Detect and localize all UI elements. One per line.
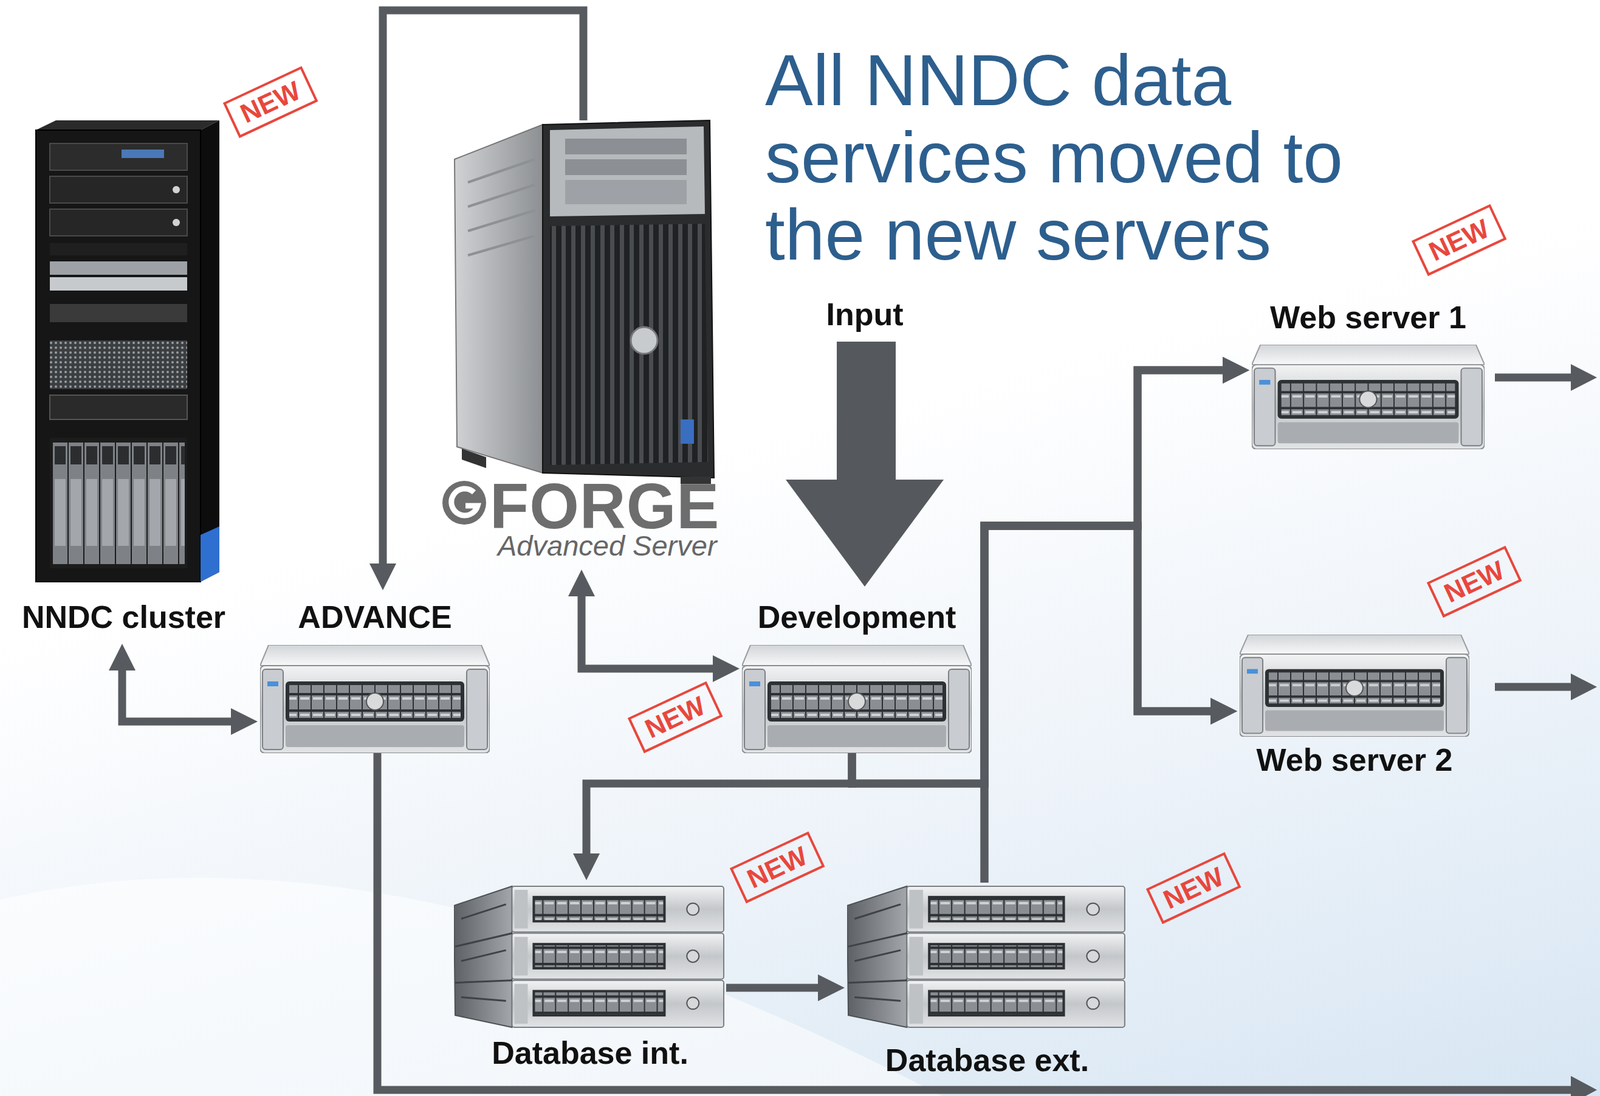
- server-label: NNDC cluster: [21, 598, 226, 636]
- server-node: NNDC cluster: [10, 120, 237, 642]
- server-label: Web server 1: [1270, 298, 1467, 336]
- arrow-head: [1222, 356, 1250, 384]
- server-node: ADVANCE: [260, 592, 490, 753]
- connector: [726, 974, 845, 1001]
- arrow-head: [817, 974, 845, 1001]
- output-line: [1494, 683, 1571, 691]
- database-picture: [453, 885, 724, 1027]
- new-stamp: NEW: [1426, 545, 1522, 618]
- server-node: Database ext.: [847, 882, 1128, 1080]
- forge-logo-icon: [442, 480, 487, 525]
- arrow-head: [1222, 356, 1250, 384]
- server-node: Web server 1: [1251, 297, 1485, 450]
- arrow-head: [1210, 697, 1238, 725]
- server-label: Database int.: [491, 1034, 689, 1071]
- arrow-head: [230, 707, 258, 735]
- new-stamp: NEW: [1411, 204, 1507, 276]
- arrow-head: [712, 655, 740, 682]
- server-picture: [741, 644, 972, 753]
- connector: [568, 569, 740, 682]
- connector-line: [984, 370, 1228, 883]
- arrow-head: [568, 569, 595, 597]
- server-label: FORGE: [489, 473, 720, 538]
- database-picture: [847, 885, 1125, 1027]
- connector-line: [586, 752, 852, 859]
- connector-line: [851, 525, 1216, 784]
- connector: [851, 356, 1250, 784]
- connector-line: [581, 591, 718, 669]
- background-swoosh: [0, 877, 942, 1096]
- arrow-head: [1570, 363, 1597, 391]
- output-line: [377, 752, 1571, 1090]
- forge-tower: [454, 120, 715, 484]
- connector-line: [984, 525, 1216, 883]
- arrow-head: [369, 563, 397, 591]
- new-stamp: NEW: [627, 681, 723, 753]
- output-line: [1494, 373, 1571, 382]
- connector-line: [122, 665, 236, 722]
- server-picture: [1239, 634, 1470, 737]
- input-label: Input: [825, 295, 904, 333]
- cluster-rack: [35, 120, 220, 582]
- new-stamp: NEW: [1146, 851, 1241, 924]
- server-label: Development: [757, 598, 957, 636]
- server-label: Advanced Server: [497, 529, 718, 562]
- server-node: Database int.: [453, 882, 727, 1072]
- server-node: FORGEAdvanced Server: [443, 120, 730, 567]
- arrow-head: [573, 853, 600, 880]
- connector-line: [851, 370, 1228, 784]
- arrow-head: [1210, 697, 1238, 725]
- input-arrow: [785, 341, 944, 587]
- arrow-head: [1570, 673, 1597, 701]
- server-node: Development: [741, 592, 972, 753]
- server-node: Web server 2: [1239, 634, 1470, 781]
- server-label: ADVANCE: [297, 598, 452, 636]
- new-stamp: NEW: [223, 66, 318, 138]
- connector: [984, 525, 1238, 883]
- server-label: Web server 2: [1256, 741, 1453, 778]
- slide-title: All NNDC data services moved to the new …: [765, 41, 1410, 274]
- server-picture: [260, 644, 490, 753]
- connector: [108, 643, 258, 735]
- connector: [984, 356, 1250, 883]
- new-stamp: NEW: [729, 831, 825, 904]
- arrow-head: [1570, 1075, 1597, 1096]
- arrow-head: [108, 643, 136, 671]
- connector: [851, 525, 1238, 784]
- server-label: Database ext.: [885, 1043, 1089, 1076]
- connector-line: [726, 983, 823, 992]
- server-picture: [1251, 344, 1485, 450]
